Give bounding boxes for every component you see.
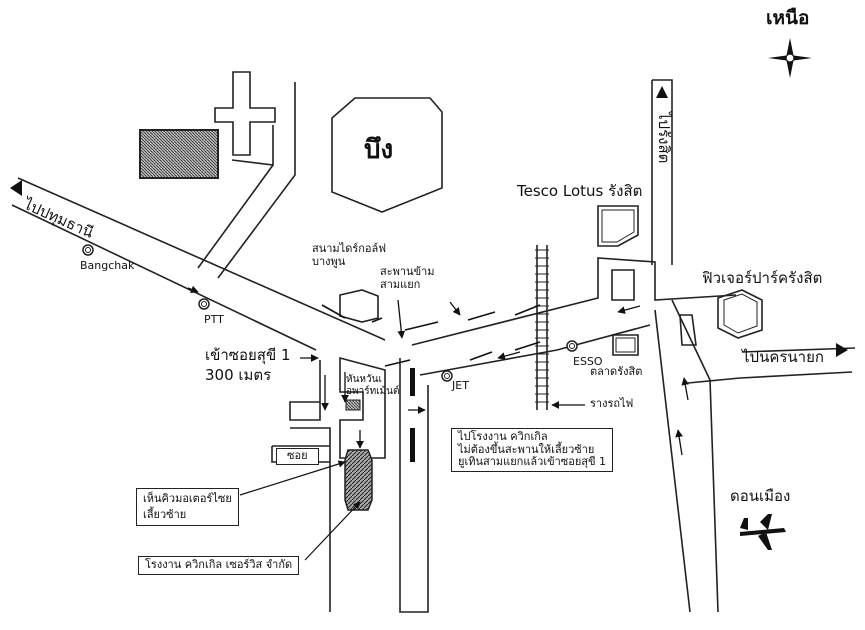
north-label: เหนือ	[766, 7, 810, 29]
motorcycle-note-line2: เลี้ยวซ้าย	[143, 507, 187, 521]
esso-station-icon	[566, 340, 578, 352]
factory-note-line1: ไปโรงงาน ควิกเกิล	[458, 430, 548, 443]
tesco-label: Tesco Lotus รังสิต	[517, 182, 643, 200]
future-park-building	[717, 289, 763, 339]
top-left-building	[139, 129, 219, 179]
main-road	[411, 257, 737, 346]
soi-direction-line2: 300 เมตร	[205, 366, 272, 385]
factory-note-line2: ไม่ต้องขึ้นสะพานให้เลี้ยวซ้าย	[458, 442, 595, 456]
ptt-label: PTT	[204, 313, 224, 326]
factory-name-box: โรงงาน ควิกเกิล เซอร์วิส จำกัด	[138, 556, 300, 575]
side-road	[197, 164, 274, 269]
tesco-building	[597, 205, 639, 247]
factory-building	[344, 449, 373, 511]
highway	[671, 299, 719, 613]
jet-label: JET	[452, 379, 469, 392]
compass-icon	[768, 38, 812, 78]
bridge-label-line1: สะพานข้าม	[380, 265, 435, 278]
market-label: ตลาดรังสิต	[590, 365, 643, 378]
airplane-icon	[740, 514, 786, 550]
factory-note-line3: ยูเทินสามแยกแล้วเข้าซอยสุขี 1	[458, 455, 607, 469]
main-road	[419, 324, 651, 376]
highway	[679, 314, 697, 346]
vertical-road	[399, 358, 429, 613]
golf-course	[339, 289, 379, 323]
side-road	[217, 82, 296, 279]
highway	[652, 79, 673, 265]
main-road	[687, 371, 853, 384]
uturn-label-line1: หันหวันเ	[346, 374, 382, 385]
future-park-label: ฟิวเจอร์ปาร์ครังสิต	[702, 269, 823, 287]
uturn-label-line2: อพาร์ทเม้นต์	[346, 385, 400, 397]
highway	[654, 309, 691, 613]
soi-direction-label: เข้าซอยสุขี 1 300 เมตร	[205, 345, 291, 386]
lake-shape	[331, 97, 443, 213]
side-road	[214, 71, 276, 156]
esso-label: ESSO	[573, 355, 603, 368]
uturn-label: หันหวันเ อพาร์ทเม้นต์	[346, 374, 400, 397]
jet-station-icon	[441, 370, 453, 382]
arrow-west-icon	[10, 180, 22, 196]
highway	[611, 269, 635, 301]
golf-label-line2: บางพูน	[312, 254, 346, 268]
railway-label: รางรถไฟ	[590, 397, 634, 410]
bridge-label: สะพานข้าม สามแยก	[380, 265, 435, 291]
bangchak-label: Bangchak	[80, 259, 135, 272]
main-road	[11, 204, 317, 351]
soi-direction-line1: เข้าซอยสุขี 1	[205, 346, 291, 364]
soi-road	[289, 360, 321, 421]
road-label-nakhon-nayok: ไปนครนายก	[742, 348, 824, 366]
lake-label: บึง	[364, 135, 394, 165]
arrow-north-icon	[656, 86, 668, 98]
soi-road	[339, 356, 386, 459]
motorcycle-note: เห็นคิวมอเตอร์ไซย เลี้ยวซ้าย	[136, 488, 239, 526]
don-mueang-label: ดอนเมือง	[730, 487, 791, 505]
side-road	[231, 125, 274, 166]
soi-label: ซอย	[276, 448, 319, 465]
arrow-east-icon	[836, 343, 848, 357]
bridge-label-line2: สามแยก	[380, 277, 421, 291]
market-building	[612, 334, 639, 356]
soi-road	[290, 427, 331, 612]
golf-label: สนามไดร์กอล์ฟ บางพูน	[312, 242, 387, 268]
motorcycle-note-line1: เห็นคิวมอเตอร์ไซย	[143, 492, 232, 505]
ptt-station-icon	[198, 298, 210, 310]
apartment-building	[345, 399, 361, 411]
golf-label-line1: สนามไดร์กอล์ฟ	[312, 242, 387, 255]
factory-directions-note: ไปโรงงาน ควิกเกิล ไม่ต้องขึ้นสะพานให้เลี…	[451, 428, 614, 472]
main-road	[17, 177, 386, 341]
road-label-rangsit: ไปรังสิต	[655, 112, 673, 164]
bangchak-station-icon	[82, 244, 94, 256]
